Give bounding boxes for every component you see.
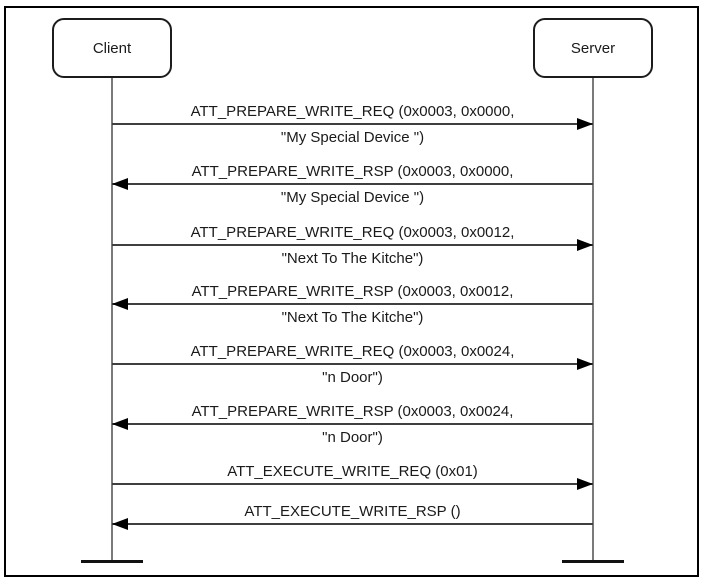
actor-client: Client xyxy=(52,18,172,78)
actor-server: Server xyxy=(533,18,653,78)
diagram-border xyxy=(4,6,699,577)
message-label-line1: ATT_PREPARE_WRITE_REQ (0x0003, 0x0000, xyxy=(190,103,515,120)
message-label-line1: ATT_PREPARE_WRITE_RSP (0x0003, 0x0012, xyxy=(191,283,514,300)
arrowhead-left xyxy=(112,418,128,430)
arrowhead-right xyxy=(577,478,593,490)
message-label-line2: "My Special Device ") xyxy=(280,129,425,146)
message-label-line1: ATT_PREPARE_WRITE_REQ (0x0003, 0x0024, xyxy=(190,343,515,360)
arrow-shaft xyxy=(112,478,593,490)
actor-server-label: Server xyxy=(570,39,616,57)
server-lifeline-end xyxy=(562,560,624,563)
message-label-line1: ATT_PREPARE_WRITE_REQ (0x0003, 0x0012, xyxy=(190,224,515,241)
message-label-line2: "My Special Device ") xyxy=(280,189,425,206)
message-label-line1: ATT_EXECUTE_WRITE_REQ (0x01) xyxy=(227,463,478,480)
arrow-shaft xyxy=(112,118,593,130)
message-label-line2: "n Door") xyxy=(322,429,383,446)
message-label-line2: "n Door") xyxy=(322,369,383,386)
arrowhead-left xyxy=(112,178,128,190)
client-lifeline xyxy=(111,78,113,561)
message-label-line1: ATT_PREPARE_WRITE_RSP (0x0003, 0x0000, xyxy=(191,163,514,180)
message-label-line1: ATT_EXECUTE_WRITE_RSP () xyxy=(244,503,461,520)
arrow-shaft xyxy=(112,178,593,190)
arrow-shaft xyxy=(112,358,593,370)
message-label-line2: "Next To The Kitche") xyxy=(281,309,424,326)
message-label-line2: "Next To The Kitche") xyxy=(281,250,424,267)
client-lifeline-end xyxy=(81,560,143,563)
arrow-shaft xyxy=(112,518,593,530)
arrowhead-right xyxy=(577,118,593,130)
arrow-shaft xyxy=(112,239,593,251)
server-lifeline xyxy=(592,78,594,561)
arrow-shaft xyxy=(112,418,593,430)
arrow-shaft xyxy=(112,298,593,310)
actor-client-label: Client xyxy=(92,39,132,57)
arrowhead-left xyxy=(112,518,128,530)
message-label-line1: ATT_PREPARE_WRITE_RSP (0x0003, 0x0024, xyxy=(191,403,514,420)
arrowhead-right xyxy=(577,239,593,251)
arrowhead-right xyxy=(577,358,593,370)
arrowhead-left xyxy=(112,298,128,310)
